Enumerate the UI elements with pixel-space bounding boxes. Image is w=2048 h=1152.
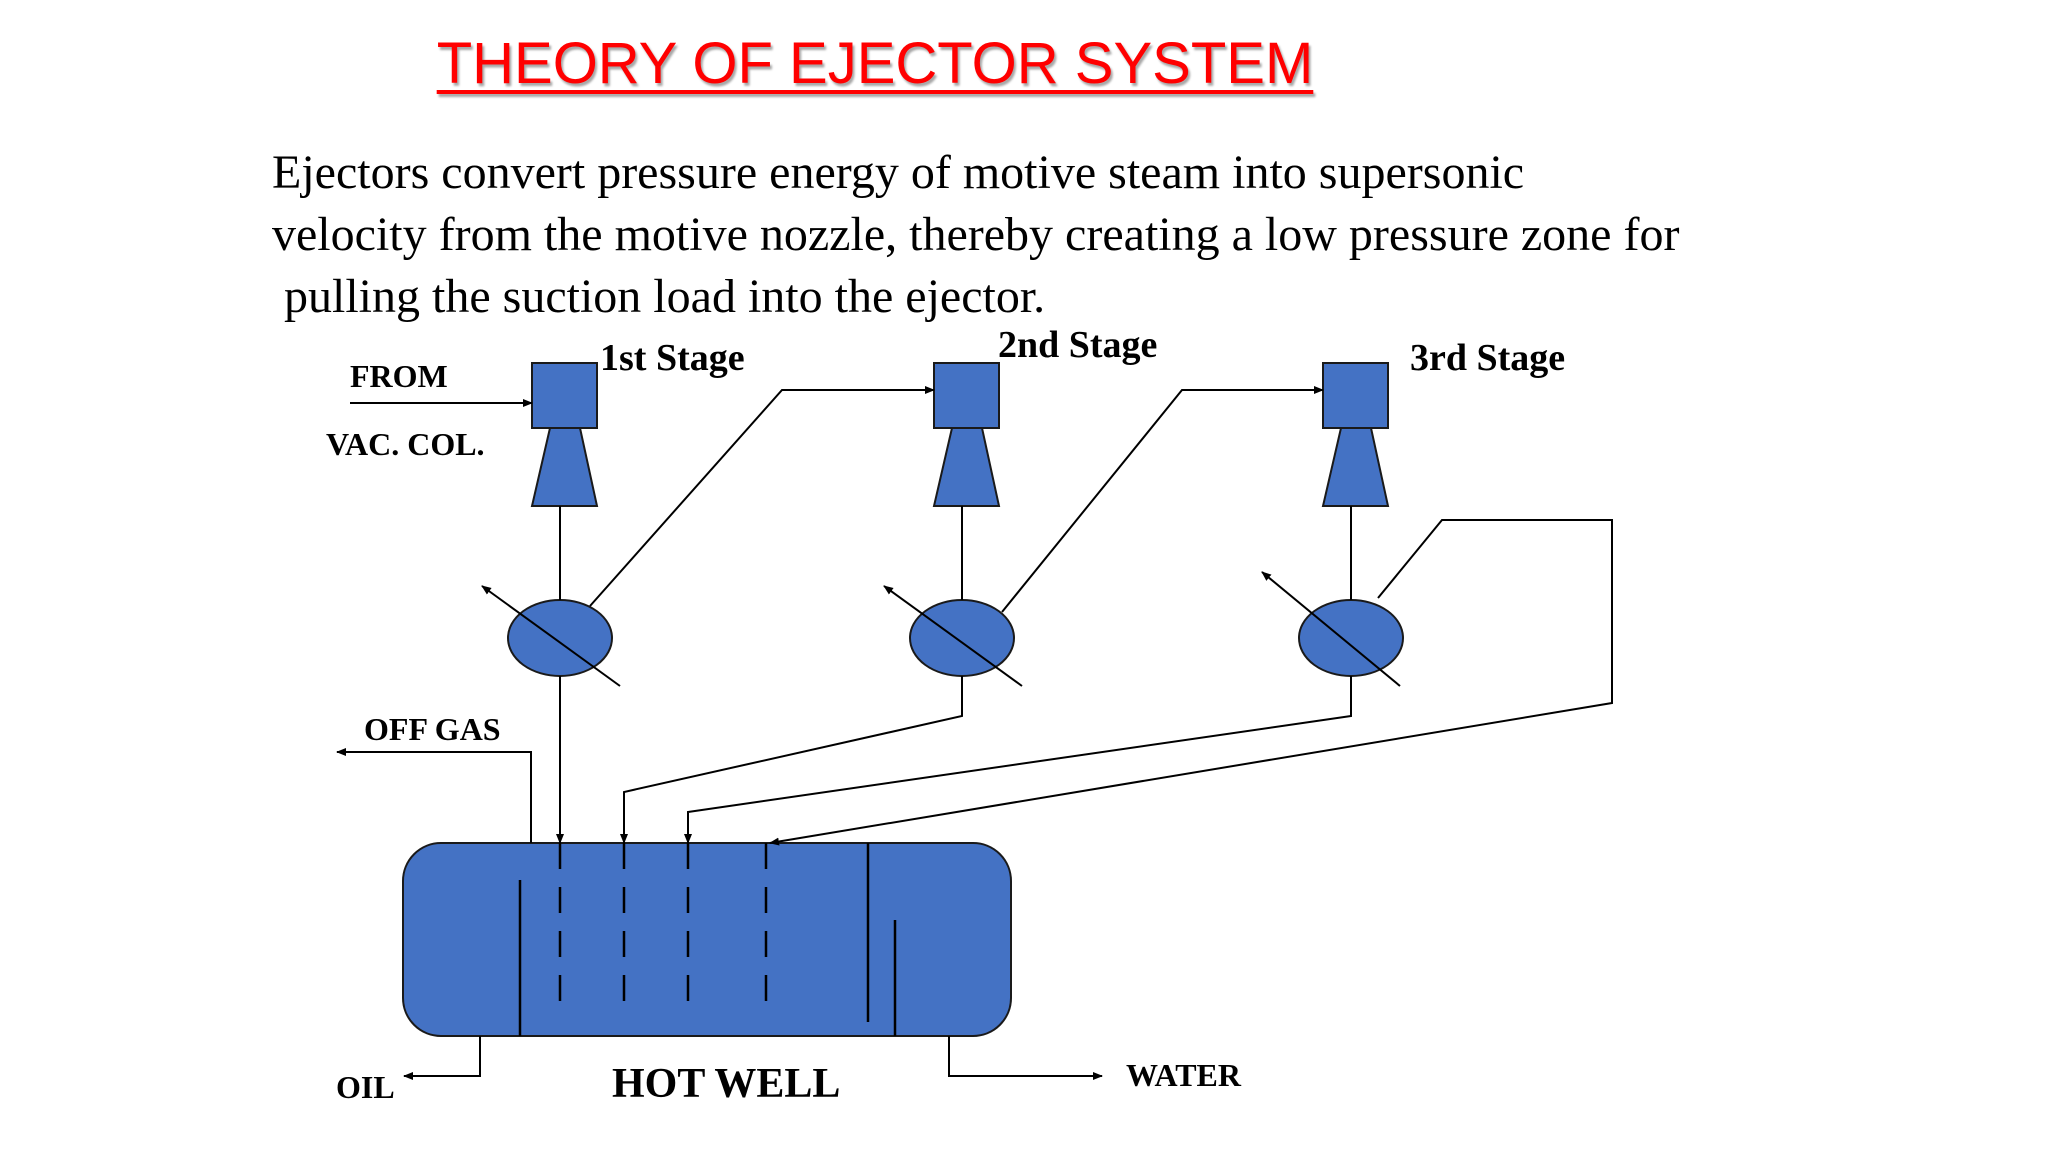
stage-2-ejector (932, 362, 1001, 507)
vac-col-label: VAC. COL. (326, 426, 485, 462)
stage-2-label: 2nd Stage (998, 324, 1157, 366)
piping (336, 386, 1613, 1080)
stage-1-ejector (530, 362, 599, 507)
stage-1-label: 1st Stage (600, 337, 745, 379)
water-label: WATER (1126, 1057, 1242, 1093)
description-line-2: velocity from the motive nozzle, thereby… (272, 208, 1680, 261)
off-gas-label: OFF GAS (364, 711, 501, 747)
oil-label: OIL (336, 1069, 395, 1105)
from-label: FROM (350, 358, 448, 394)
description-line-1: Ejectors convert pressure energy of moti… (272, 146, 1525, 199)
page-title: THEORY OF EJECTOR SYSTEM (436, 31, 1314, 96)
description-text: Ejectors convert pressure energy of moti… (272, 142, 1912, 328)
description-line-3: pulling the suction load into the ejecto… (272, 270, 1046, 323)
hot-well-label: HOT WELL (612, 1061, 840, 1107)
stage-1-condenser (481, 585, 621, 687)
stage-2-condenser (883, 585, 1023, 687)
hot-well-vessel (402, 842, 1012, 1037)
stage-3-label: 3rd Stage (1410, 337, 1565, 379)
stage-3-ejector (1321, 362, 1390, 507)
stage-3-condenser (1261, 571, 1404, 687)
